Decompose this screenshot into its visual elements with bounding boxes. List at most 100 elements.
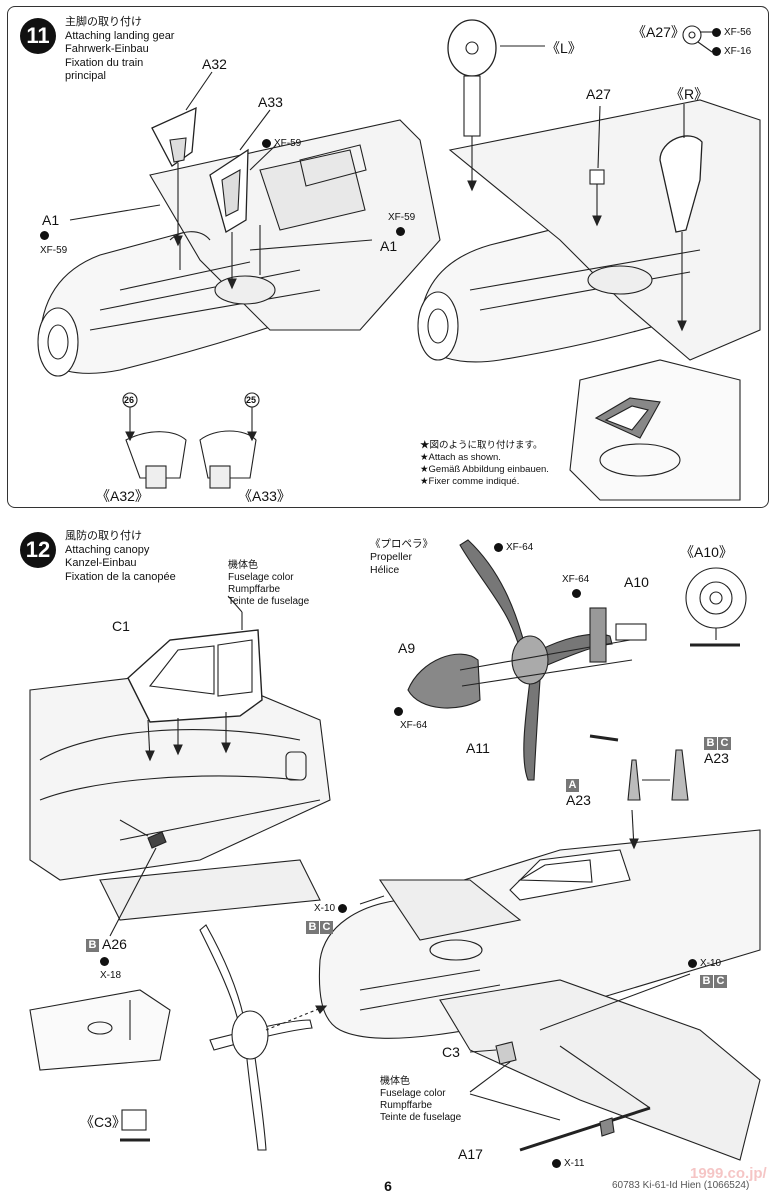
step11-left-aircraft [37, 71, 441, 377]
propeller-heading: 《プロペラ》 Propeller Hélice [370, 538, 433, 577]
version-b-box: B [86, 938, 99, 952]
paint-xf59-b: XF-59 [262, 138, 301, 149]
paint-dot-icon [40, 230, 49, 240]
gear-label-l: 《L》 [546, 40, 582, 56]
paint-xf59-c [396, 226, 408, 237]
paint-x18-label: X-18 [100, 970, 122, 981]
paint-dot-icon [552, 1158, 561, 1168]
detail-label-a27: 《A27》 [632, 24, 685, 40]
part-label-c3: C3 [442, 1044, 460, 1060]
paint-xf56-label: XF-56 [724, 27, 752, 38]
propeller-en: Propeller [370, 551, 413, 563]
paint-xf64-c [394, 706, 406, 717]
detail-label-a33: 《A33》 [238, 488, 291, 504]
part-label-a1-left: A1 [42, 212, 60, 228]
version-c-box: C [714, 974, 727, 988]
paint-xf64-b-label: XF-64 [562, 574, 590, 585]
step-12-title-en: Attaching canopy [65, 543, 150, 556]
watermark: 1999.co.jp/ [690, 1165, 767, 1182]
version-c-box: C [320, 920, 333, 934]
paint-dot-icon [712, 46, 721, 56]
version-mark-a: A [566, 776, 580, 792]
color-note-jp: 機体色 [228, 560, 258, 571]
step-12-title-fr: Fixation de la canopée [65, 570, 176, 583]
version-b-box: B [704, 736, 717, 750]
paint-xf59-b-label: XF-59 [274, 138, 302, 149]
step11-right-aircraft [417, 19, 761, 501]
step12-left-aircraft [29, 612, 331, 1142]
step-11-notes: ★図のように取り付けます。 ★Attach as shown. ★Gemäß A… [420, 440, 549, 488]
paint-x18 [100, 956, 112, 967]
paint-xf16-label: XF-16 [724, 46, 752, 57]
paint-xf59-a-label: XF-59 [40, 245, 68, 256]
step-11-title-fr: Fixation du train [65, 56, 144, 69]
paint-xf16: XF-16 [712, 46, 751, 57]
paint-xf64-b [572, 588, 584, 599]
paint-dot-icon [100, 956, 109, 966]
color-note2-de: Rumpffarbe [380, 1100, 433, 1111]
version-b-box: B [306, 920, 319, 934]
paint-x11: X-11 [552, 1158, 584, 1169]
gear-label-r: 《R》 [670, 86, 709, 102]
step-11-title: 主脚の取り付け Attaching landing gear Fahrwerk-… [65, 16, 174, 84]
step-12-title: 風防の取り付け Attaching canopy Kanzel-Einbau F… [65, 530, 176, 584]
paint-dot-icon [337, 903, 347, 913]
part-label-a10: A10 [624, 574, 649, 590]
step-12-title-jp: 風防の取り付け [65, 530, 142, 542]
kit-code: 60783 Ki-61-Id Hien (1066524) [612, 1180, 750, 1191]
fit-mark-25: 25 [246, 395, 257, 405]
step-12-number: 12 [20, 532, 56, 568]
version-mark-b-a26: B [86, 936, 100, 952]
part-label-a32: A32 [202, 56, 227, 72]
part-label-a33: A33 [258, 94, 283, 110]
paint-xf56: XF-56 [712, 27, 751, 38]
part-label-a9: A9 [398, 640, 416, 656]
paint-xf64-a-label: XF-64 [506, 542, 534, 553]
paint-x10-a: X-10 [314, 903, 350, 914]
propeller-fr: Hélice [370, 564, 400, 576]
paint-xf59-c-label: XF-59 [388, 212, 416, 223]
color-note2-en: Fuselage color [380, 1088, 446, 1099]
paint-dot-icon [396, 226, 405, 236]
step-11-title-fr2: principal [65, 70, 106, 82]
part-label-a17: A17 [458, 1146, 483, 1162]
step12-propeller-exploded [407, 539, 747, 801]
step12-leaders [227, 595, 691, 1031]
paint-dot-icon [688, 958, 697, 968]
part-label-a11: A11 [466, 740, 490, 756]
part-label-c1: C1 [112, 618, 130, 634]
step12-right-aircraft [199, 809, 761, 1161]
color-note-fr: Teinte de fuselage [228, 596, 310, 607]
step-11-title-jp: 主脚の取り付け [65, 16, 142, 28]
paint-xf64-a: XF-64 [494, 542, 533, 553]
note-de: ★Gemäß Abbildung einbauen. [420, 464, 549, 475]
paint-dot-icon [572, 588, 581, 598]
fuselage-color-note-1: 機体色 Fuselage color Rumpffarbe Teinte de … [228, 560, 309, 608]
detail-label-a32: 《A32》 [96, 488, 149, 504]
color-note-de: Rumpffarbe [228, 584, 281, 595]
detail-label-a10: 《A10》 [680, 544, 733, 560]
page-number: 6 [384, 1178, 392, 1194]
part-label-a23-left: A23 [566, 792, 591, 808]
part-label-a26: A26 [102, 936, 127, 952]
version-c-box: C [718, 736, 731, 750]
step-11-title-en: Attaching landing gear [65, 29, 175, 42]
paint-xf64-c-label: XF-64 [400, 720, 428, 731]
step11-gear-cover-details [122, 392, 260, 489]
step-12-title-de: Kanzel-Einbau [65, 557, 137, 569]
step-11-title-de: Fahrwerk-Einbau [65, 43, 149, 55]
fuselage-color-note-2: 機体色 Fuselage color Rumpffarbe Teinte de … [380, 1076, 461, 1124]
color-note-en: Fuselage color [228, 572, 294, 583]
version-b-box: B [700, 974, 713, 988]
detail-label-c3: 《C3》 [80, 1114, 126, 1130]
color-note2-jp: 機体色 [380, 1076, 410, 1087]
version-a-box: A [566, 778, 579, 792]
paint-xf59-a [40, 230, 52, 241]
part-label-a27: A27 [586, 86, 611, 102]
part-label-a1-right: A1 [380, 238, 398, 254]
paint-dot-icon [394, 706, 403, 716]
part-label-a23-right: A23 [704, 750, 729, 766]
